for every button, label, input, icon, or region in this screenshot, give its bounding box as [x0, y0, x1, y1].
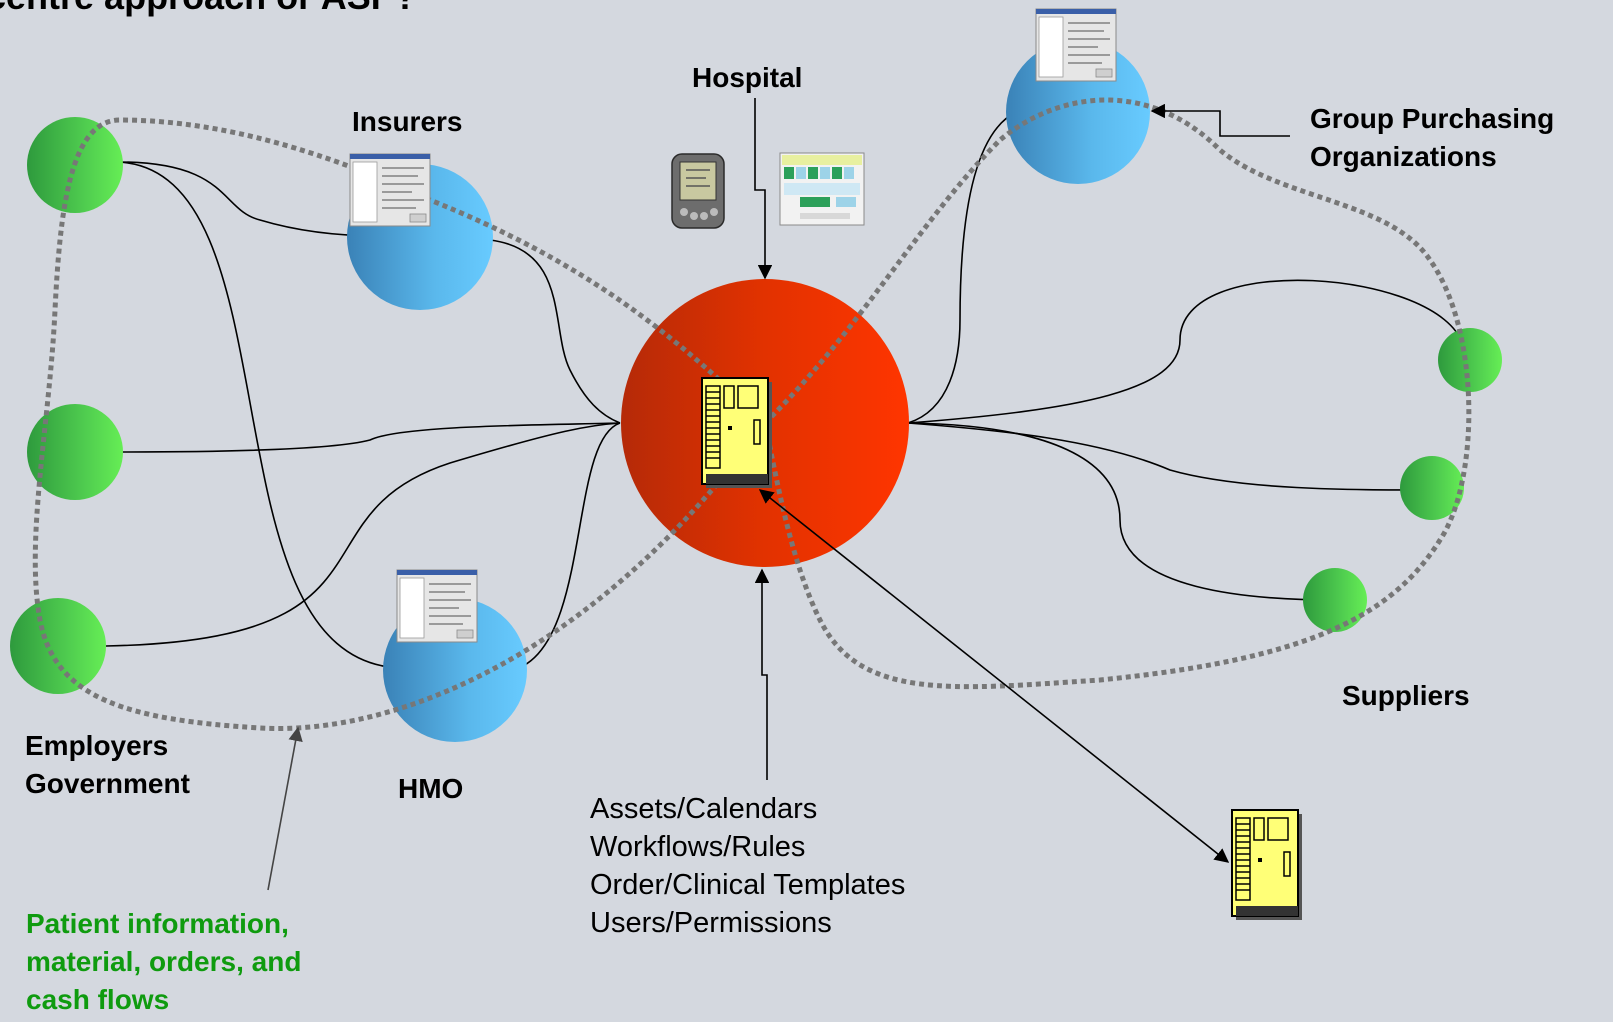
link-employer3-hub — [105, 422, 621, 647]
gpo-label-line1: Group Purchasing — [1310, 103, 1555, 134]
government-label: Government — [25, 768, 190, 799]
application-window-icon-gpo — [1035, 8, 1117, 82]
configuration-label: Assets/Calendars Workflows/Rules Order/C… — [590, 790, 905, 942]
flow-loop — [32, 97, 1472, 732]
flows-label-line3: cash flows — [26, 984, 170, 1015]
gpo-label: Group Purchasing Organizations — [1310, 100, 1554, 176]
flow-loop-right — [762, 97, 1472, 690]
application-window-icon-insurers — [349, 153, 431, 227]
link-employer2-hub — [117, 422, 621, 453]
slide-title: centre approach or ASP? — [0, 0, 417, 16]
hmo-label: HMO — [398, 773, 464, 804]
config-templates: Order/Clinical Templates — [590, 869, 906, 901]
flows-label: Patient information, material, orders, a… — [26, 905, 301, 1019]
config-workflows-rules: Workflows/Rules — [590, 831, 806, 863]
insurers-label: Insurers — [352, 106, 463, 137]
link-employer1-hmo — [117, 161, 401, 669]
employer-node-3 — [10, 598, 106, 694]
flow-loop-left — [32, 117, 768, 732]
link-hmo-hub — [522, 422, 621, 667]
arrows — [267, 98, 1290, 891]
link-gpo-hub — [907, 111, 1017, 424]
gpo-label-line2: Organizations — [1310, 141, 1497, 172]
arrow-gpo-label — [1150, 103, 1290, 137]
arrow-hospital-label — [754, 98, 773, 280]
pda-icon — [671, 153, 725, 229]
supplier-node-1 — [1438, 328, 1502, 392]
link-supplier2-hub — [907, 422, 1433, 491]
suppliers-label: Suppliers — [1342, 680, 1470, 711]
remote-server-icon — [1231, 809, 1303, 921]
link-employer1-insurers — [117, 161, 381, 237]
hospital-label: Hospital — [692, 62, 803, 93]
connection-lines — [105, 111, 1464, 669]
employer-node-2 — [27, 404, 123, 500]
hub-server-icon — [701, 377, 773, 489]
flows-label-line1: Patient information, — [26, 908, 289, 939]
arrow-config-label — [754, 568, 770, 780]
application-window-icon-hmo — [396, 569, 478, 643]
supplier-node-2 — [1400, 456, 1464, 520]
config-assets-calendars: Assets/Calendars — [590, 793, 818, 825]
flows-label-line2: material, orders, and — [26, 946, 302, 977]
link-supplier3-hub — [907, 422, 1336, 601]
arrow-hub-remote — [758, 489, 1230, 863]
employers-label: Employers — [25, 730, 169, 761]
employers-government-label: Employers Government — [25, 727, 190, 803]
supplier-node-3 — [1303, 568, 1367, 632]
scheduling-screen-icon — [779, 152, 865, 226]
config-users-permissions: Users/Permissions — [590, 907, 832, 939]
link-insurers-hub — [489, 239, 621, 424]
link-supplier1-hub — [907, 279, 1464, 424]
arrow-flows-label — [267, 726, 303, 891]
